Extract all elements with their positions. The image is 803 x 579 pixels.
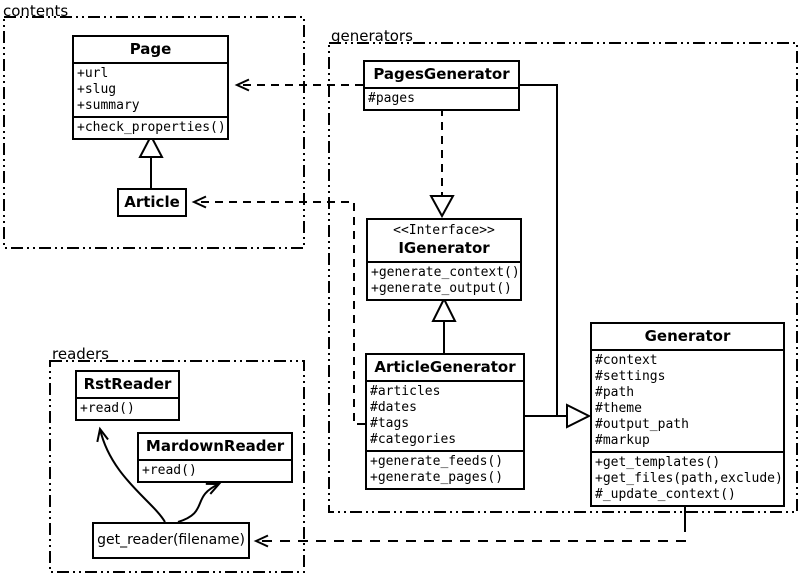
class-igenerator-methods: +generate_context() +generate_output() — [368, 261, 520, 299]
class-generator-name: Generator — [644, 327, 731, 345]
pagesgenerator-igenerator-realization-triangle — [429, 195, 455, 219]
articlegenerator-article-dependency — [191, 195, 365, 425]
class-article-name: Article — [124, 193, 180, 211]
readers-package-frame — [49, 360, 305, 573]
class-pagesgenerator-attributes: #pages — [365, 87, 518, 109]
class-generator-methods: +get_templates() +get_files(path,exclude… — [592, 451, 783, 505]
contents-package-frame — [3, 16, 305, 249]
class-articlegenerator-methods: +generate_feeds() +generate_pages() — [367, 450, 523, 488]
class-generator-attributes: #context #settings #path #theme #output_… — [592, 349, 783, 451]
class-articlegenerator: ArticleGenerator #articles #dates #tags … — [365, 353, 525, 490]
generator-getreader-dependency-dashed — [253, 522, 686, 548]
class-mardownreader-name: MardownReader — [145, 437, 285, 455]
class-articlegenerator-name: ArticleGenerator — [374, 358, 516, 376]
articlegenerator-igenerator-generalization-triangle — [431, 296, 457, 322]
readers-package-label: readers — [52, 345, 109, 363]
generator-generalization-triangle — [566, 403, 592, 429]
class-igenerator-stereotype: <<Interface>> — [393, 223, 495, 238]
contents-package-label: contents — [3, 2, 69, 20]
generators-package-frame — [328, 42, 798, 513]
class-igenerator-name: IGenerator — [398, 239, 490, 257]
class-rstreader-methods: +read() — [77, 397, 178, 419]
getreader-mardownreader-arrow — [177, 482, 222, 523]
class-mardownreader-methods: +read() — [139, 459, 291, 481]
class-rstreader-name: RstReader — [83, 375, 172, 393]
getreader-rstreader-arrow — [96, 426, 166, 523]
class-generator: Generator #context #settings #path #them… — [590, 322, 785, 507]
class-articlegenerator-attributes: #articles #dates #tags #categories — [367, 380, 523, 450]
class-pagesgenerator: PagesGenerator #pages — [363, 60, 520, 111]
class-mardownreader: MardownReader +read() — [137, 432, 293, 483]
class-article: Article — [117, 188, 187, 217]
class-pagesgenerator-name: PagesGenerator — [373, 65, 510, 83]
class-page-methods: +check_properties() — [74, 116, 227, 138]
article-page-generalization-triangle — [138, 133, 164, 158]
class-page-name: Page — [129, 40, 172, 58]
class-page: Page +url +slug +summary +check_properti… — [72, 35, 229, 140]
class-igenerator: <<Interface>> IGenerator +generate_conte… — [366, 218, 522, 301]
get-reader-box: get_reader(filename) — [92, 522, 250, 559]
class-rstreader: RstReader +read() — [75, 370, 180, 421]
pagesgenerator-generator-generalization-line — [520, 84, 558, 416]
generators-package-label: generators — [331, 27, 413, 45]
class-page-attributes: +url +slug +summary — [74, 62, 227, 116]
